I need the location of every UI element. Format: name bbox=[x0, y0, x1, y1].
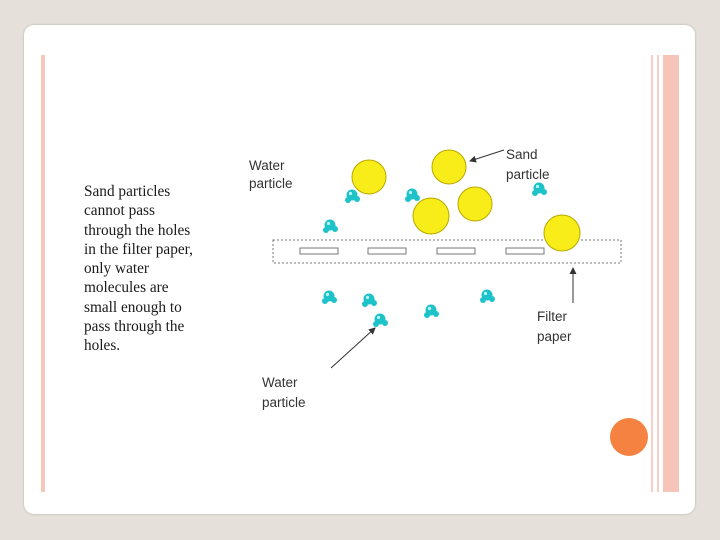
water-molecule bbox=[373, 314, 388, 328]
slide: Sand particles cannot pass through the h… bbox=[24, 25, 695, 514]
sand-particle bbox=[413, 198, 449, 234]
filter-hole bbox=[437, 248, 475, 254]
water-label-bottom: Water particle bbox=[262, 375, 306, 410]
sand-particle bbox=[458, 187, 492, 221]
filter-hole bbox=[506, 248, 544, 254]
water-molecule bbox=[345, 190, 360, 204]
water-label-top: Water particle bbox=[249, 158, 293, 191]
sand-particle bbox=[544, 215, 580, 251]
filter-label: Filter paper bbox=[537, 309, 572, 344]
water-molecule bbox=[362, 294, 377, 308]
water-label-arrow bbox=[331, 328, 375, 368]
water-molecule bbox=[532, 183, 547, 197]
filter-hole bbox=[300, 248, 338, 254]
sand-particles bbox=[352, 150, 580, 251]
water-molecule bbox=[322, 291, 337, 305]
water-molecule bbox=[480, 290, 495, 304]
filter-hole bbox=[368, 248, 406, 254]
sand-label-arrow bbox=[470, 150, 504, 161]
water-molecule bbox=[424, 305, 439, 319]
sand-label: Sand particle bbox=[506, 147, 550, 182]
sand-particle bbox=[432, 150, 466, 184]
filtration-diagram: Water particle Sand particle Filter pape… bbox=[24, 25, 695, 514]
water-molecule bbox=[405, 189, 420, 203]
sand-particle bbox=[352, 160, 386, 194]
water-molecule bbox=[323, 220, 338, 234]
